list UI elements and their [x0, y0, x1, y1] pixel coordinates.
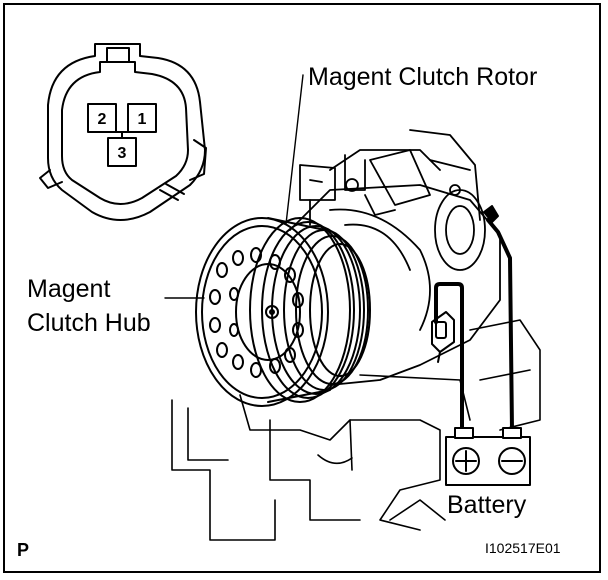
connector-left-tab — [39, 169, 63, 189]
page-letter: P — [17, 540, 30, 560]
clutch-rotor — [249, 217, 371, 403]
clutch-hub — [195, 217, 329, 407]
pin-label-1: 1 — [138, 111, 147, 128]
connector-latch — [106, 47, 130, 63]
pin-label-3: 3 — [118, 145, 127, 162]
connector-diagram — [39, 43, 207, 221]
minus-icon — [498, 447, 526, 475]
diagram-frame — [3, 3, 601, 573]
battery-symbol — [445, 427, 531, 486]
compressor-connector — [431, 311, 455, 363]
hub-label-line1: Magent — [27, 275, 111, 303]
connector-outer-housing — [47, 43, 206, 221]
hub-label-line2: Clutch Hub — [27, 309, 151, 337]
compressor-body — [289, 129, 501, 386]
wire-positive-lead — [434, 282, 464, 432]
pin-1-box — [127, 103, 157, 133]
rotor-leader-line — [285, 74, 304, 225]
ground-clip — [483, 205, 499, 223]
pin-2-box — [87, 103, 117, 133]
rotor-label: Magent Clutch Rotor — [308, 63, 538, 91]
pin-label-2: 2 — [98, 111, 107, 128]
connector-right-tab — [189, 139, 207, 181]
wire-ground-lead — [486, 218, 514, 432]
battery-label: Battery — [447, 491, 527, 519]
plus-icon — [452, 447, 480, 475]
figure-code: I102517E01 — [485, 540, 561, 556]
connector-inner-housing — [61, 61, 189, 205]
